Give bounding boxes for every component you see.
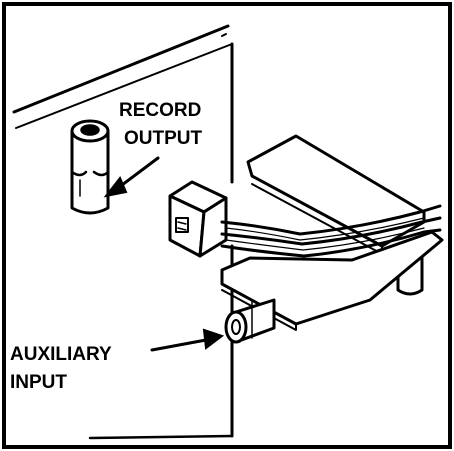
rear-panel — [12, 24, 234, 440]
record-output-label-line2: OUTPUT — [124, 128, 203, 149]
connector-block — [168, 180, 228, 258]
record-output-jack — [70, 119, 110, 215]
auxiliary-input-label-line1: AUXILIARY — [10, 344, 112, 365]
auxiliary-input-jack — [224, 298, 276, 344]
record-output-label-line1: RECORD — [119, 100, 201, 121]
cable-bundle — [220, 204, 442, 258]
auxiliary-input-arrow — [150, 328, 225, 352]
auxiliary-input-label-line2: INPUT — [10, 372, 67, 393]
record-output-arrow — [103, 156, 160, 198]
